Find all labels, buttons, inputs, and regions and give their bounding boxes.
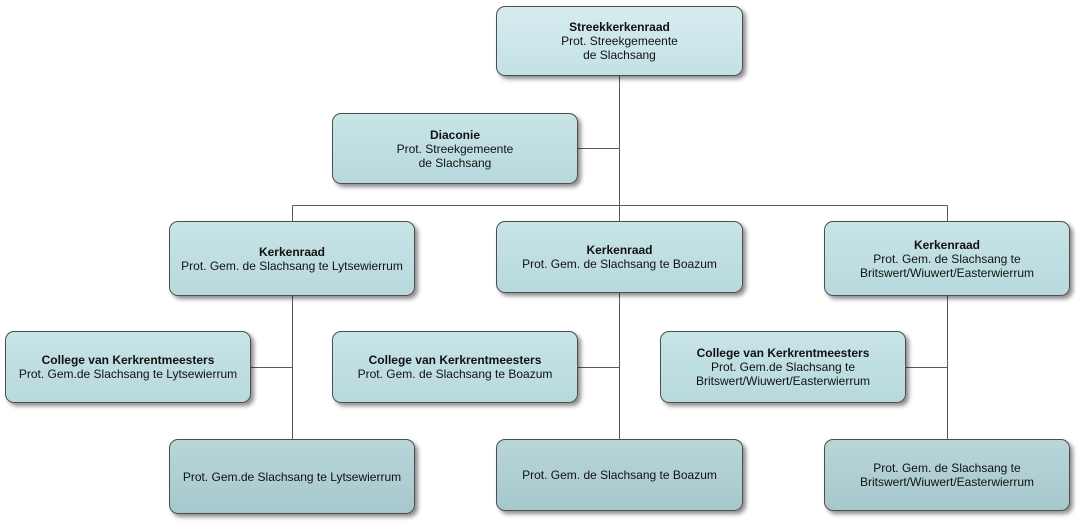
node-subtitle: Britswert/Wiuwert/Easterwierrum — [859, 265, 1035, 280]
node-subtitle: de Slachsang — [418, 155, 492, 170]
node-subtitle: Britswert/Wiuwert/Easterwierrum — [695, 374, 871, 388]
node-subtitle: Prot. Streekgemeente — [396, 141, 514, 156]
node-subtitle: Prot. Gem. de Slachsang te — [873, 461, 1021, 475]
node-gemeente-britswert: Prot. Gem. de Slachsang te Britswert/Wiu… — [824, 439, 1070, 511]
node-subtitle: Prot. Gem.de Slachsang te Lytsewierrum — [182, 469, 402, 484]
node-gemeente-boazum: Prot. Gem. de Slachsang te Boazum — [496, 439, 743, 511]
node-college-boazum: College van Kerkrentmeesters Prot. Gem. … — [332, 331, 578, 403]
node-title: Kerkenraad — [586, 243, 653, 257]
node-subtitle: Prot. Streekgemeente — [561, 34, 678, 48]
node-kerkenraad-lytsewierrum: Kerkenraad Prot. Gem. de Slachsang te Ly… — [169, 221, 415, 296]
node-kerkenraad-britswert: Kerkenraad Prot. Gem. de Slachsang te Br… — [824, 221, 1070, 296]
node-subtitle: Prot. Gem. de Slachsang te Boazum — [522, 257, 717, 271]
node-title: Kerkenraad — [913, 237, 981, 252]
node-title: Diaconie — [429, 127, 480, 142]
node-subtitle: Prot. Gem.de Slachsang te — [710, 360, 856, 374]
node-subtitle: Prot. Gem. de Slachsang te — [873, 251, 1021, 266]
node-subtitle: Prot. Gem. de Slachsang te Boazum — [522, 468, 717, 482]
node-gemeente-lytsewierrum: Prot. Gem.de Slachsang te Lytsewierrum — [169, 439, 415, 514]
node-college-lytsewierrum: College van Kerkrentmeesters Prot. Gem.d… — [5, 331, 251, 403]
node-subtitle: Prot. Gem. de Slachsang te Lytsewierrum — [181, 258, 403, 273]
node-streekkerkenraad: Streekkerkenraad Prot. Streekgemeente de… — [496, 6, 743, 76]
node-title: Streekkerkenraad — [569, 20, 670, 34]
node-title: College van Kerkrentmeesters — [696, 346, 870, 360]
node-college-britswert: College van Kerkrentmeesters Prot. Gem.d… — [660, 331, 906, 403]
node-subtitle: Britswert/Wiuwert/Easterwierrum — [859, 475, 1035, 489]
node-subtitle: Prot. Gem.de Slachsang te Lytsewierrum — [18, 367, 238, 381]
node-subtitle: Prot. Gem. de Slachsang te Boazum — [357, 367, 553, 381]
node-kerkenraad-boazum: Kerkenraad Prot. Gem. de Slachsang te Bo… — [496, 221, 743, 293]
node-title: Kerkenraad — [258, 244, 326, 259]
node-diaconie: Diaconie Prot. Streekgemeente de Slachsa… — [332, 113, 578, 184]
node-title: College van Kerkrentmeesters — [41, 353, 215, 367]
node-subtitle: de Slachsang — [583, 48, 656, 62]
node-title: College van Kerkrentmeesters — [368, 353, 542, 367]
